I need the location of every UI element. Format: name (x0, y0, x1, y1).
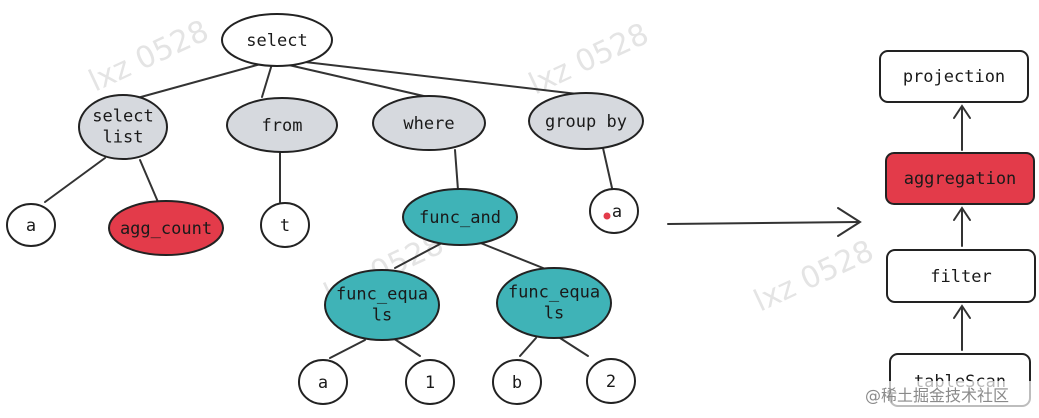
edge (394, 243, 441, 269)
edge (44, 157, 106, 203)
label-line: list (103, 128, 144, 148)
edge (279, 62, 429, 98)
aggregation-label: aggregation (904, 169, 1017, 189)
func-and-label: func_and (419, 208, 501, 228)
group-by-node (528, 92, 644, 150)
label-line: ls (372, 306, 392, 326)
leaf-t-label: t (280, 216, 290, 236)
leaf-1-label: 1 (425, 373, 435, 393)
select-node-label: select (246, 31, 307, 51)
select-node (221, 13, 333, 67)
leaf-t-node (260, 202, 310, 248)
from-node (226, 97, 338, 153)
edge (602, 147, 613, 189)
edge (454, 149, 459, 191)
plan-arrow-head (953, 206, 971, 221)
projection-box (879, 50, 1029, 103)
func-equals-node (324, 269, 440, 341)
leaf-2-label: 2 (606, 372, 616, 392)
label-line: func_equa (508, 283, 600, 303)
where-node-label: where (403, 114, 454, 134)
label-line: ls (544, 304, 564, 324)
select-list-node (78, 94, 168, 160)
where-node (372, 95, 486, 151)
edge (392, 337, 421, 357)
projection-label: projection (903, 67, 1005, 87)
group-a-label: a (612, 202, 622, 222)
watermark: lxz 0528 (749, 234, 880, 320)
label-line: func_equa (336, 285, 428, 305)
leaf-2-node (586, 358, 636, 404)
edge (519, 337, 537, 357)
edge (329, 339, 366, 359)
execution-plan: projection aggregation filter tableScan (879, 50, 1036, 407)
plan-arrow-head (953, 304, 971, 319)
leaf-a-label: a (26, 216, 36, 236)
group-by-node-label: group by (545, 112, 627, 132)
group-a-node (589, 188, 639, 234)
edge (287, 59, 587, 96)
edge (139, 159, 159, 203)
plan-arrows (953, 104, 971, 351)
red-marker-icon (603, 212, 611, 220)
credit-backdrop (860, 381, 1039, 409)
filter-label: filter (930, 267, 991, 287)
watermark: lxz 0528 (84, 14, 215, 100)
from-node-label: from (262, 116, 303, 136)
func-equals-node (496, 267, 612, 339)
leaf-a2-node (298, 359, 348, 405)
edge (129, 61, 269, 101)
tree-edges (44, 59, 613, 359)
leaf-b-label: b (512, 373, 522, 393)
leaf-b-node (492, 359, 542, 405)
edge (261, 63, 273, 98)
credit-text: @稀土掘金技术社区 (865, 386, 1009, 405)
plan-arrow-head (953, 104, 971, 119)
edge (477, 241, 549, 271)
leaf-a-node (6, 203, 56, 247)
label-line: select (92, 107, 153, 127)
func-and-node (402, 188, 518, 246)
agg-count-node (108, 200, 224, 256)
transform-arrow (667, 207, 862, 237)
aggregation-box (885, 152, 1035, 205)
agg-count-label: agg_count (120, 219, 212, 239)
edge (559, 337, 589, 357)
leaf-1-node (405, 359, 455, 405)
leaf-a2-label: a (318, 373, 328, 393)
filter-box (886, 249, 1036, 303)
